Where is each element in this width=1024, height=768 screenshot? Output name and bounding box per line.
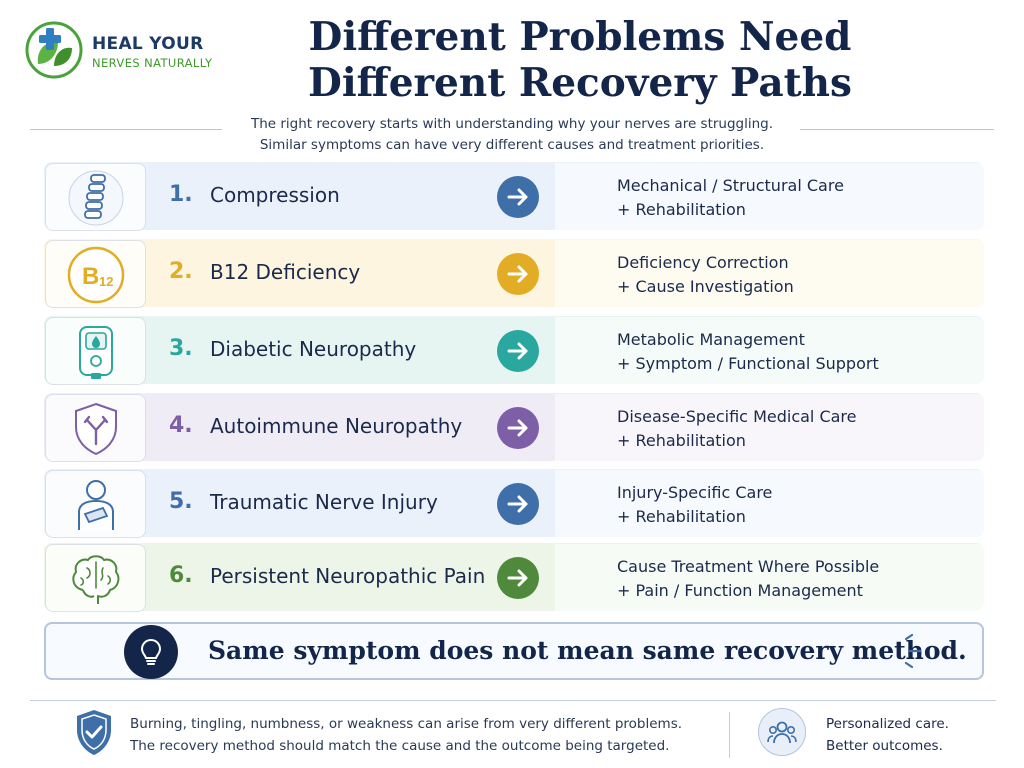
problem-row-compression: 1. Compression Mechanical / Structural C… [44,162,985,231]
arrow-right-icon [497,483,539,525]
recovery-path-line-1: Mechanical / Structural Care [617,176,844,195]
brand-tagline: NERVES NATURALLY [92,56,213,70]
footer-divider [30,700,996,701]
subtitle: The right recovery starts with understan… [230,114,794,156]
brain-icon [72,555,120,604]
recovery-path: Mechanical / Structural Care + Rehabilit… [617,174,844,222]
problem-name: B12 Deficiency [210,260,361,284]
problem-number: 3. [169,336,193,361]
recovery-path-line-1: Cause Treatment Where Possible [617,557,880,576]
arrow-right-icon [497,407,539,449]
lightbulb-icon [124,625,178,679]
arrow-right-icon [497,253,539,295]
recovery-path-panel [555,544,985,612]
problem-number: 4. [169,413,193,438]
recovery-path-line-2: + Rehabilitation [617,200,746,219]
problem-number: 6. [169,563,193,588]
footer-note-line-2: The recovery method should match the cau… [130,738,670,754]
problem-row-b12-deficiency: B 12 2. B12 Deficiency Deficiency Correc… [44,239,985,308]
footer-slogan-line-1: Personalized care. [826,716,949,732]
b12-icon-letter: B [82,263,99,290]
recovery-path-panel [555,240,985,308]
recovery-path: Disease-Specific Medical Care + Rehabili… [617,405,857,453]
problem-icon-tile [45,470,146,538]
b12-icon-subscript: 12 [99,274,113,289]
footer-slogan-line-2: Better outcomes. [826,738,943,754]
key-message-banner: Same symptom does not mean same recovery… [44,622,984,680]
recovery-path-line-2: + Symptom / Functional Support [617,354,879,373]
problem-name: Compression [210,183,340,207]
recovery-path: Cause Treatment Where Possible + Pain / … [617,555,879,603]
problem-name: Persistent Neuropathic Pain [210,564,486,588]
subtitle-line-1: The right recovery starts with understan… [250,116,774,132]
problem-row-persistent-neuropathic-pain: 6. Persistent Neuropathic Pain Cause Tre… [44,543,985,612]
recovery-path: Metabolic Management + Symptom / Functio… [617,328,879,376]
problem-icon-tile [45,317,146,385]
recovery-path-panel [555,394,985,462]
recovery-path-line-1: Deficiency Correction [617,253,789,272]
sparkle-icon [904,633,922,669]
footer-slogan: Personalized care. Better outcomes. [826,713,949,757]
key-message: Same symptom does not mean same recovery… [208,636,967,665]
subtitle-line-2: Similar symptoms can have very different… [259,137,765,153]
recovery-path-line-2: + Pain / Function Management [617,581,863,600]
recovery-path-line-1: Disease-Specific Medical Care [617,407,857,426]
spine-icon [68,170,124,226]
footer-note-line-1: Burning, tingling, numbness, or weakness… [130,716,683,732]
glucose-meter-icon [79,326,113,379]
subtitle-rule-right [800,129,994,130]
footer-note: Burning, tingling, numbness, or weakness… [130,713,682,757]
title-line-1: Different Problems Need [308,14,852,60]
problem-number: 1. [169,182,193,207]
recovery-path-line-1: Injury-Specific Care [617,483,773,502]
problem-icon-tile [45,394,146,462]
antibody-shield-icon [75,402,117,456]
problem-row-diabetic-neuropathy: 3. Diabetic Neuropathy Metabolic Managem… [44,316,985,385]
recovery-path-panel [555,163,985,231]
problem-name: Diabetic Neuropathy [210,337,417,361]
recovery-path-line-2: + Rehabilitation [617,507,746,526]
recovery-path: Injury-Specific Care + Rehabilitation [617,481,772,529]
problem-number: 2. [169,259,193,284]
title-line-2: Different Recovery Paths [308,60,852,106]
arrow-right-icon [497,176,539,218]
problem-icon-tile [45,163,146,231]
recovery-path-panel [555,317,985,385]
injured-person-icon [78,480,114,530]
arrow-right-icon [497,557,539,599]
people-icon [758,708,806,756]
problem-name: Traumatic Nerve Injury [210,490,438,514]
page-title: Different Problems Need Different Recove… [240,14,920,106]
b12-icon: B 12 [67,246,125,304]
recovery-path-line-2: + Cause Investigation [617,277,794,296]
problem-icon-tile: B 12 [45,240,146,308]
recovery-path-line-1: Metabolic Management [617,330,805,349]
brand-name: HEAL YOUR [92,34,204,54]
problem-number: 5. [169,489,193,514]
recovery-path: Deficiency Correction + Cause Investigat… [617,251,794,299]
footer-vertical-divider [729,712,730,758]
arrow-right-icon [497,330,539,372]
problem-icon-tile [45,544,146,612]
recovery-path-panel [555,470,985,538]
leaf-cross-logo-icon [25,21,83,79]
problem-row-traumatic-nerve-injury: 5. Traumatic Nerve Injury Injury-Specifi… [44,469,985,538]
subtitle-rule-left [30,129,222,130]
check-shield-icon [77,710,111,755]
problem-row-autoimmune-neuropathy: 4. Autoimmune Neuropathy Disease-Specifi… [44,393,985,462]
brand: HEAL YOUR NERVES NATURALLY [24,20,264,80]
recovery-path-line-2: + Rehabilitation [617,431,746,450]
problem-name: Autoimmune Neuropathy [210,414,463,438]
